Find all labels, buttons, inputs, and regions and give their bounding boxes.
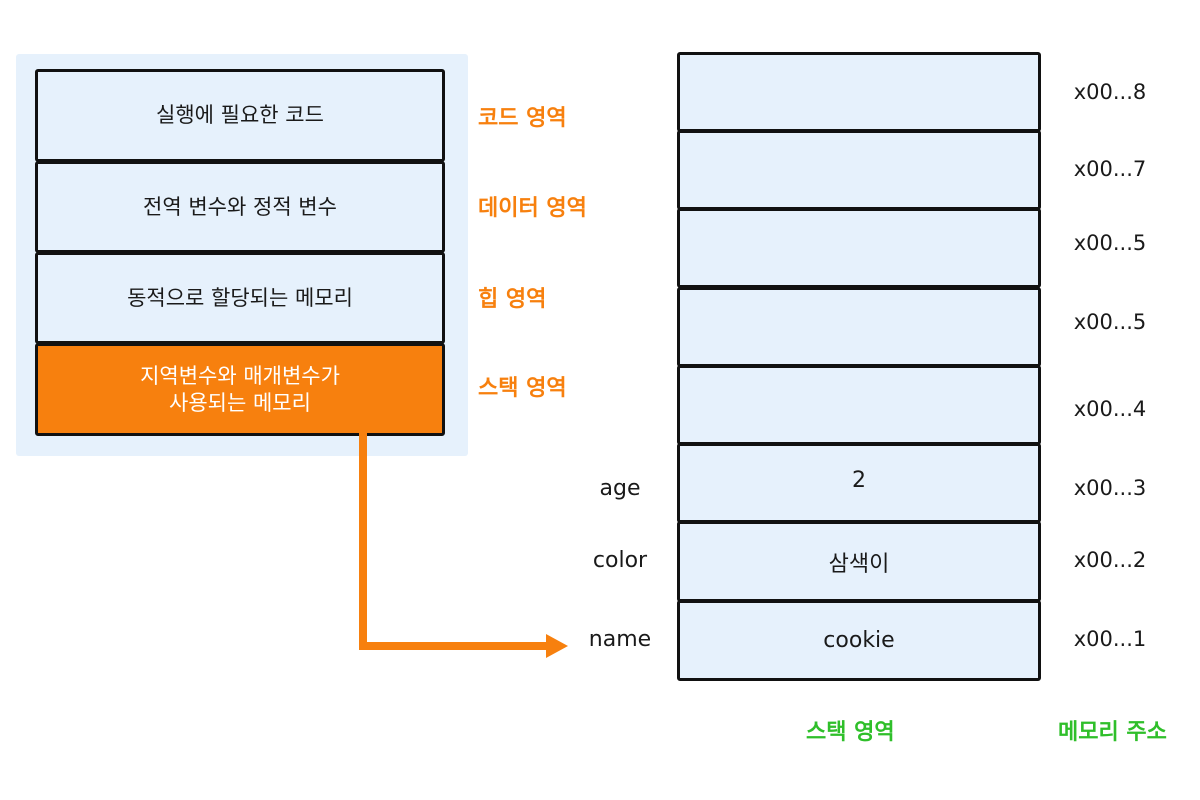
stack-area-caption: 스택 영역 <box>806 720 895 745</box>
data-segment-box: 전역 변수와 정적 변수 <box>35 161 445 253</box>
stack-segment-text: 지역변수와 매개변수가 사용되는 메모리 <box>140 364 340 415</box>
arrow-head <box>546 634 568 658</box>
heap-segment-box: 동적으로 할당되는 메모리 <box>35 252 445 344</box>
stack-cell-value: 삼색이 <box>828 551 890 577</box>
data-segment-text: 전역 변수와 정적 변수 <box>143 194 337 219</box>
code-segment-text: 실행에 필요한 코드 <box>156 103 324 128</box>
arrow-line <box>359 380 548 650</box>
stack-cell-age: 2 <box>677 443 1041 523</box>
var-name-color: color <box>592 548 648 573</box>
var-name-name: name <box>588 627 652 652</box>
stack-segment-label: 스택 영역 <box>478 376 567 401</box>
stack-cell <box>677 130 1041 210</box>
address-label: x00...5 <box>1073 231 1147 255</box>
var-name-age: age <box>599 476 641 501</box>
stack-cell <box>677 365 1041 445</box>
address-label: x00...4 <box>1073 397 1147 421</box>
memory-address-caption: 메모리 주소 <box>1058 720 1167 745</box>
heap-segment-label: 힙 영역 <box>478 287 547 312</box>
stack-cell-color: 삼색이 <box>677 521 1041 602</box>
address-label: x00...2 <box>1073 548 1147 572</box>
stack-cell-value: cookie <box>823 628 895 653</box>
stack-cell-value: 2 <box>852 467 866 493</box>
stack-cell <box>677 52 1041 132</box>
address-label: x00...1 <box>1073 627 1147 651</box>
stack-cell <box>677 287 1041 367</box>
code-segment-label: 코드 영역 <box>478 106 567 131</box>
stack-cell <box>677 208 1041 288</box>
address-label: x00...5 <box>1073 310 1147 334</box>
data-segment-label: 데이터 영역 <box>478 196 587 221</box>
heap-segment-text: 동적으로 할당되는 메모리 <box>127 285 353 310</box>
stack-cell-name: cookie <box>677 600 1041 681</box>
address-label: x00...7 <box>1073 157 1147 181</box>
stack-segment-box: 지역변수와 매개변수가 사용되는 메모리 <box>35 343 445 436</box>
address-label: x00...8 <box>1073 80 1147 104</box>
address-label: x00...3 <box>1073 476 1147 500</box>
code-segment-box: 실행에 필요한 코드 <box>35 69 445 162</box>
